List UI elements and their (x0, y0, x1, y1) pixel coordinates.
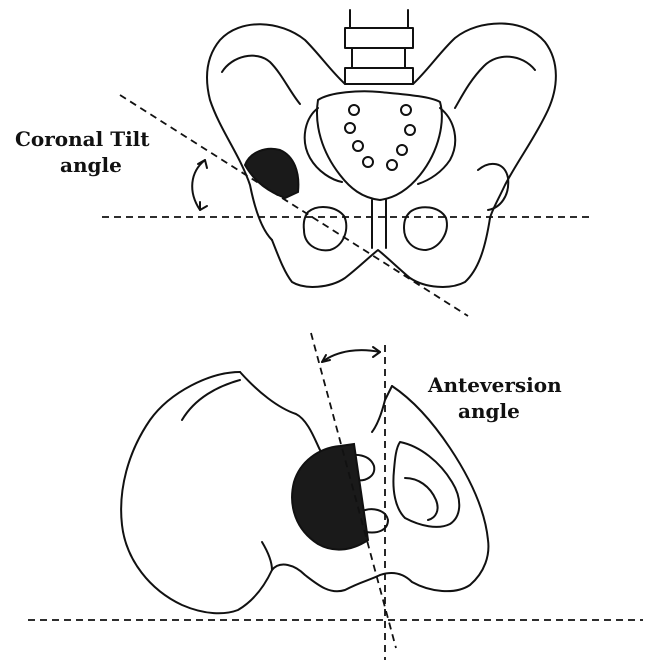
anteversion-label-line2: angle (458, 399, 520, 423)
right-obturator-foramen (404, 207, 447, 250)
obturator-inner-line (405, 478, 438, 520)
pelvis-ap-view (207, 10, 556, 287)
ischial-notch (262, 542, 272, 570)
anteversion-arc-arrow (322, 347, 380, 362)
coronal-tilt-label-line2: angle (60, 153, 122, 177)
coronal-tilt-label-line1: Coronal Tilt (15, 127, 150, 151)
right-iliac-wing (413, 23, 556, 218)
acetabular-region-line (372, 386, 392, 432)
left-iliac-inner (222, 56, 300, 104)
coronal-tilt-arc-arrow (192, 160, 207, 210)
lateral-acetabulum-fill (292, 444, 368, 550)
sacrum (317, 91, 442, 200)
pubic-symphysis (372, 200, 386, 248)
anteversion-label-line1: Anteversion (427, 373, 562, 397)
lumbar-spine (345, 10, 413, 84)
right-iliac-inner (455, 57, 535, 108)
sacral-foramina (345, 105, 415, 170)
left-acetabulum-fill (245, 149, 298, 198)
left-obturator-foramen (304, 207, 347, 250)
hemipelvis-lateral-view (121, 372, 488, 613)
sciatic-notch (240, 372, 320, 450)
obturator-foramen-lateral (393, 442, 459, 527)
